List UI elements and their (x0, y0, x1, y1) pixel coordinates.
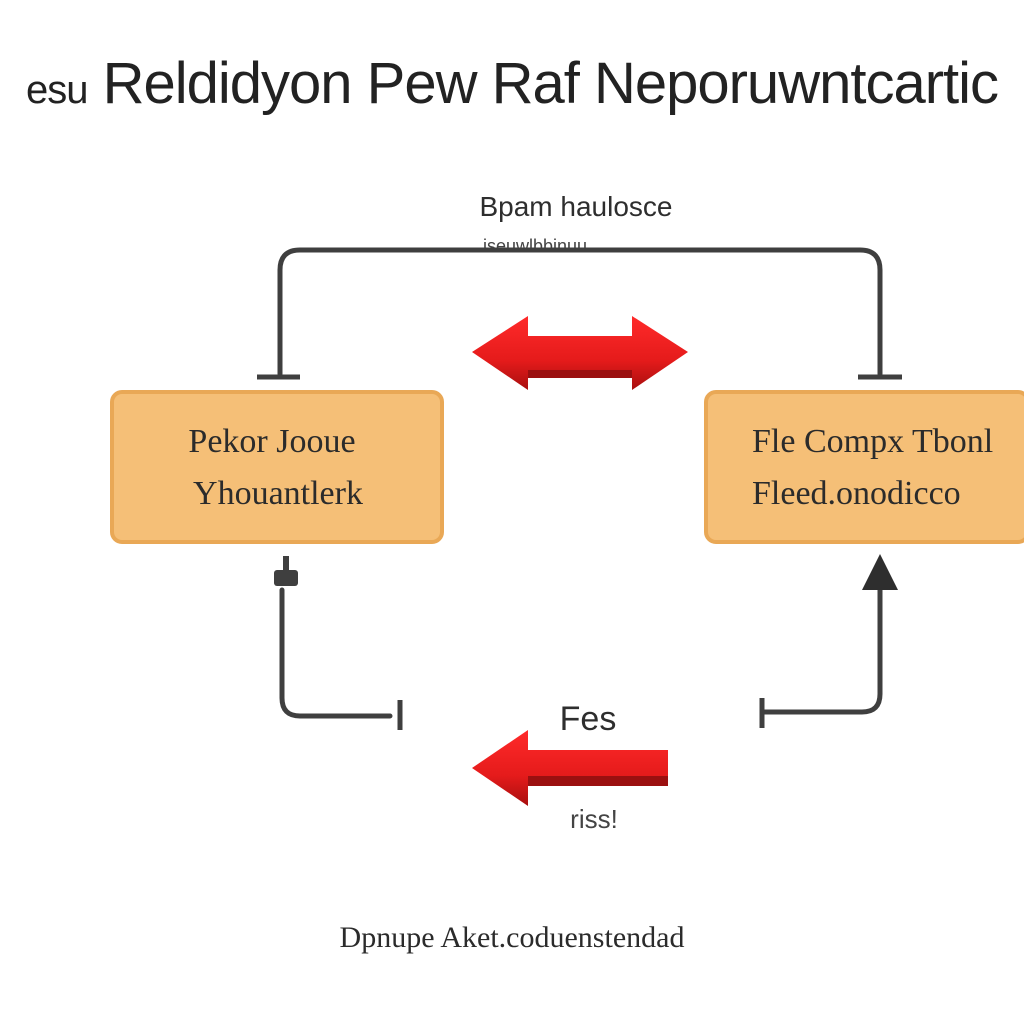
top-connector-sublabel: iseuwlbbinuu (483, 236, 587, 256)
left-bottom-connector (279, 587, 393, 719)
top-connector-label: Bpam haulosce (479, 191, 672, 222)
title-text: Reldidyon Pew Raf Neporuwntcartic (102, 51, 999, 116)
red-left-arrow-icon (472, 730, 668, 806)
left-box-line2: Yhouantlerk (193, 475, 363, 512)
bottom-connector-label: Fes (560, 700, 617, 738)
left-plug-icon (274, 556, 298, 586)
bottom-connector-sublabel: riss! (570, 804, 618, 834)
left-box-line1: Pekor Jooue (188, 423, 355, 460)
right-bottom-connector (761, 585, 883, 715)
title-prefix: esu (25, 68, 88, 112)
right-box-line1: Fle Compx Tbonl (752, 423, 993, 460)
right-process-box: Fle Compx Tbonl Fleed.onodicco (704, 390, 1024, 544)
up-arrow-icon (862, 554, 898, 590)
footer-caption: Dpnupe Aket.coduenstendad (339, 921, 685, 954)
red-double-arrow-icon (472, 316, 688, 390)
right-box-line2: Fleed.onodicco (752, 475, 961, 512)
diagram-title: esu Reldidyon Pew Raf Neporuwntcartic (0, 48, 1024, 126)
top-connector-line (277, 247, 883, 377)
left-process-box: Pekor Jooue Yhouantlerk (110, 390, 444, 544)
